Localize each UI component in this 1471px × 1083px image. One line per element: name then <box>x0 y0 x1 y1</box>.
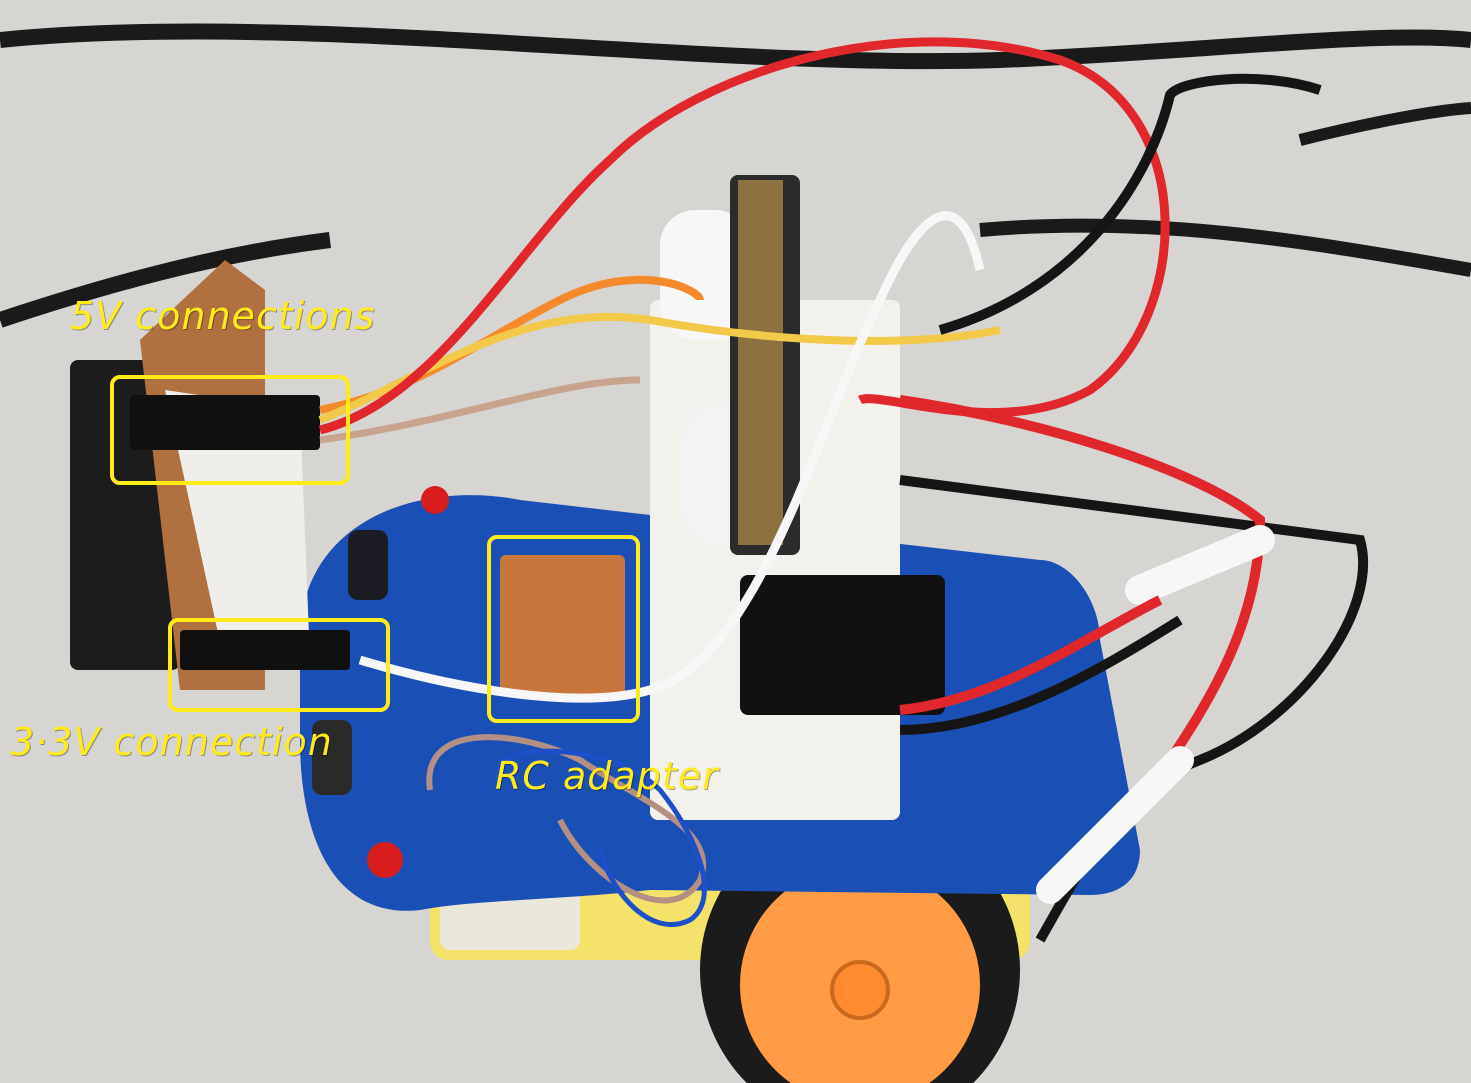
black-wire-battery <box>899 615 1183 735</box>
annotation-label-3v3: 3·3V connection <box>10 720 333 764</box>
annotation-box-3v3 <box>168 618 390 712</box>
brown-jumper <box>426 734 706 904</box>
red-led-top <box>421 486 449 514</box>
background-cable-right <box>979 218 1471 277</box>
left-white-plate <box>165 390 310 665</box>
annotation-box-rc-adapter <box>487 535 640 723</box>
microcontroller-pins <box>738 180 783 545</box>
3v3-header <box>180 630 350 670</box>
upper-mount-bracket <box>660 210 750 340</box>
rc-adapter-board <box>500 555 625 695</box>
background-cable-top <box>0 23 1471 70</box>
black-battery-box <box>740 575 945 715</box>
red-wire-top <box>318 37 1170 435</box>
background-cable-right-top <box>1298 102 1471 146</box>
white-wire <box>358 211 985 703</box>
black-wire-top <box>938 73 1322 335</box>
red-wire-right <box>899 395 1266 763</box>
5v-header <box>130 395 320 450</box>
wheel-axle <box>830 960 890 1020</box>
annotation-label-rc-adapter: RC adapter <box>495 754 719 798</box>
blue-jumper <box>495 748 707 928</box>
background-cable-left <box>0 232 331 328</box>
brown-wire <box>319 376 641 444</box>
red-wire-battery <box>899 595 1163 715</box>
electrolytic-capacitor-bottom <box>312 720 352 795</box>
electrolytic-capacitor-top <box>348 530 388 600</box>
annotation-box-5v <box>110 375 350 485</box>
annotation-label-5v: 5V connections <box>70 294 376 338</box>
white-connector-right <box>1125 525 1275 605</box>
white-heatshrink <box>1036 746 1194 904</box>
red-led-bottom <box>367 842 403 878</box>
